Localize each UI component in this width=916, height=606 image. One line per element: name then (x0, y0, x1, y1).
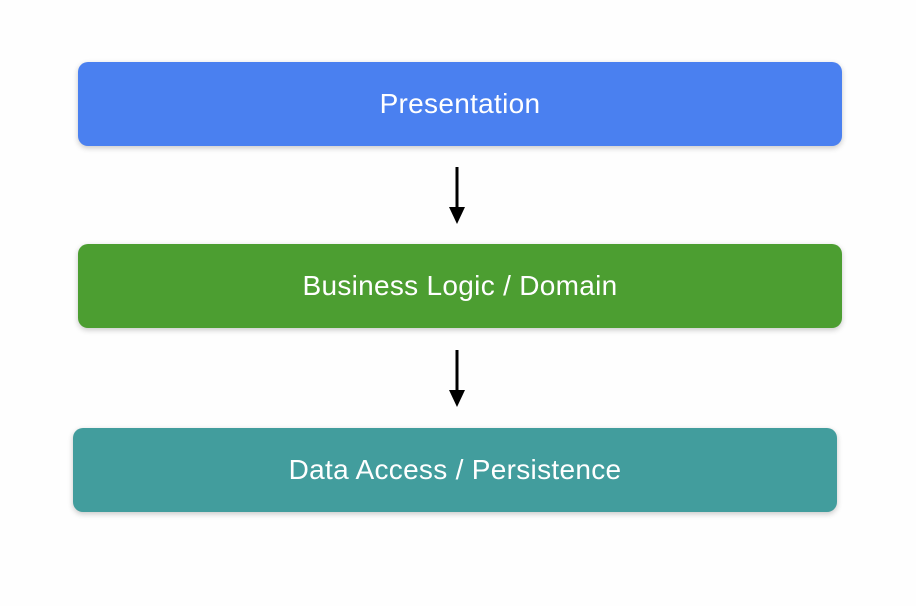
layer-box-business-logic: Business Logic / Domain (78, 244, 842, 328)
layer-label-business-logic: Business Logic / Domain (302, 270, 618, 301)
layer-box-data-access: Data Access / Persistence (73, 428, 837, 512)
layer-label-presentation: Presentation (379, 88, 541, 119)
down-arrow-icon (449, 167, 465, 224)
layer-label-data-access: Data Access / Persistence (288, 454, 622, 485)
layer-box-presentation: Presentation (78, 62, 842, 146)
down-arrow-icon (449, 350, 465, 407)
